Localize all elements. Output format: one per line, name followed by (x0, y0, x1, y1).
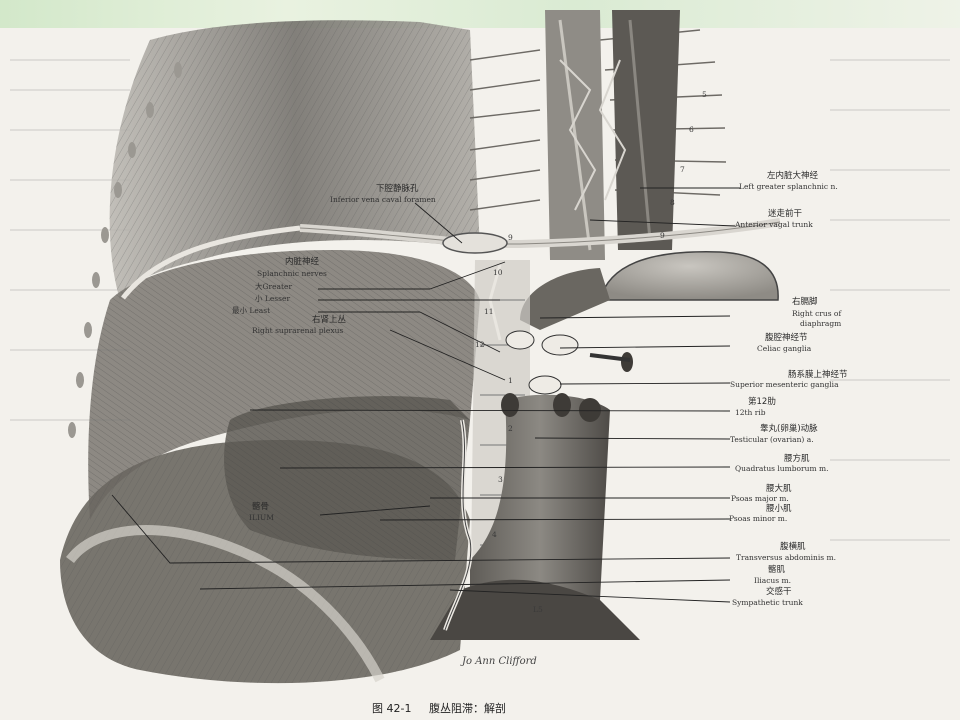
label-right-crus-en2: diaphragm (800, 319, 842, 328)
label-iliacus-cn: 髂肌 (768, 565, 786, 575)
label-testicular-cn: 睾丸(卵巢)动脉 (760, 424, 818, 434)
vertebra-number: 9 (508, 233, 513, 242)
label-ivc-foramen-cn: 下腔静脉孔 (376, 184, 419, 194)
background-page-text (10, 59, 950, 541)
label-greater: 大Greater (255, 282, 293, 291)
label-left-greater-splanchnic-en: Left greater splanchnic n. (739, 182, 838, 191)
label-12th-rib-cn: 第12肋 (748, 397, 776, 407)
caption-number: 图 42-1 (372, 702, 412, 715)
label-psoas-minor-cn: 腰小肌 (766, 504, 792, 514)
label-sympathetic-en: Sympathetic trunk (732, 598, 803, 607)
vertebra-number: 6 (689, 125, 694, 134)
label-quadratus-cn: 腰方肌 (784, 454, 810, 464)
label-celiac-cn: 腹腔神经节 (765, 333, 808, 343)
vertebra-number: 3 (498, 475, 503, 484)
label-right-crus-cn: 右膈脚 (792, 297, 818, 307)
vertebra-number: 5 (702, 90, 707, 99)
label-lesser: 小 Lesser (255, 294, 291, 303)
vertebra-number: 11 (484, 307, 494, 316)
label-ilium-en: ILIUM (249, 513, 274, 522)
rib-ends (68, 62, 182, 438)
vertebra-number: 9 (660, 231, 665, 240)
label-celiac-en: Celiac ganglia (757, 344, 812, 353)
label-suprarenal-cn: 右肾上丛 (312, 315, 347, 325)
label-sympathetic-cn: 交感干 (766, 587, 792, 597)
label-least: 最小 Least (232, 306, 271, 315)
label-transversus-en: Transversus abdominis m. (736, 553, 836, 562)
vertebra-number: 10 (493, 268, 503, 277)
vertebra-number: L5 (533, 605, 543, 614)
label-suprarenal-en: Right suprarenal plexus (252, 326, 344, 335)
label-anterior-vagal-en: Anterior vagal trunk (735, 220, 813, 229)
caption-title: 腹丛阻滞：解剖 (428, 702, 506, 715)
label-psoas-major-cn: 腰大肌 (766, 484, 792, 494)
ganglia-cluster (505, 330, 579, 395)
label-12th-rib-en: 12th rib (735, 408, 766, 417)
vertebra-number: 8 (670, 198, 675, 207)
vertebra-number: 7 (680, 165, 685, 174)
vertebra-number: 2 (508, 424, 513, 433)
label-testicular-en: Testicular (ovarian) a. (730, 435, 814, 444)
light-glare (0, 0, 960, 28)
label-anterior-vagal-cn: 迷走前干 (768, 209, 803, 219)
label-iliacus-en: Iliacus m. (754, 576, 791, 585)
label-right-crus-en: Right crus of (792, 309, 842, 318)
label-left-greater-splanchnic-cn: 左内脏大神经 (767, 171, 819, 181)
label-ilium-cn: 髂骨 (252, 502, 270, 512)
label-splanchnic-en: Splanchnic nerves (257, 269, 327, 278)
label-sup-mesenteric-en: Superior mesenteric ganglia (730, 380, 839, 389)
artist-signature: Jo Ann Clifford (462, 656, 537, 667)
label-ivc-foramen-en: Inferior vena caval foramen (330, 195, 436, 204)
label-transversus-cn: 腹横肌 (780, 542, 806, 552)
label-sup-mesenteric-cn: 肠系膜上神经节 (788, 370, 848, 380)
label-psoas-major-en: Psoas major m. (731, 494, 789, 503)
figure-caption: 图 42-1 腹丛阻滞：解剖 (372, 700, 520, 716)
leader-lines (111, 187, 740, 603)
label-quadratus-en: Quadratus lumborum m. (735, 464, 829, 473)
vertebra-number: 4 (492, 530, 497, 539)
vertebra-number: 12 (475, 340, 485, 349)
vertebra-number: 1 (508, 376, 513, 385)
label-splanchnic-cn: 内脏神经 (285, 257, 320, 267)
label-psoas-minor-en: Psoas minor m. (729, 514, 788, 523)
